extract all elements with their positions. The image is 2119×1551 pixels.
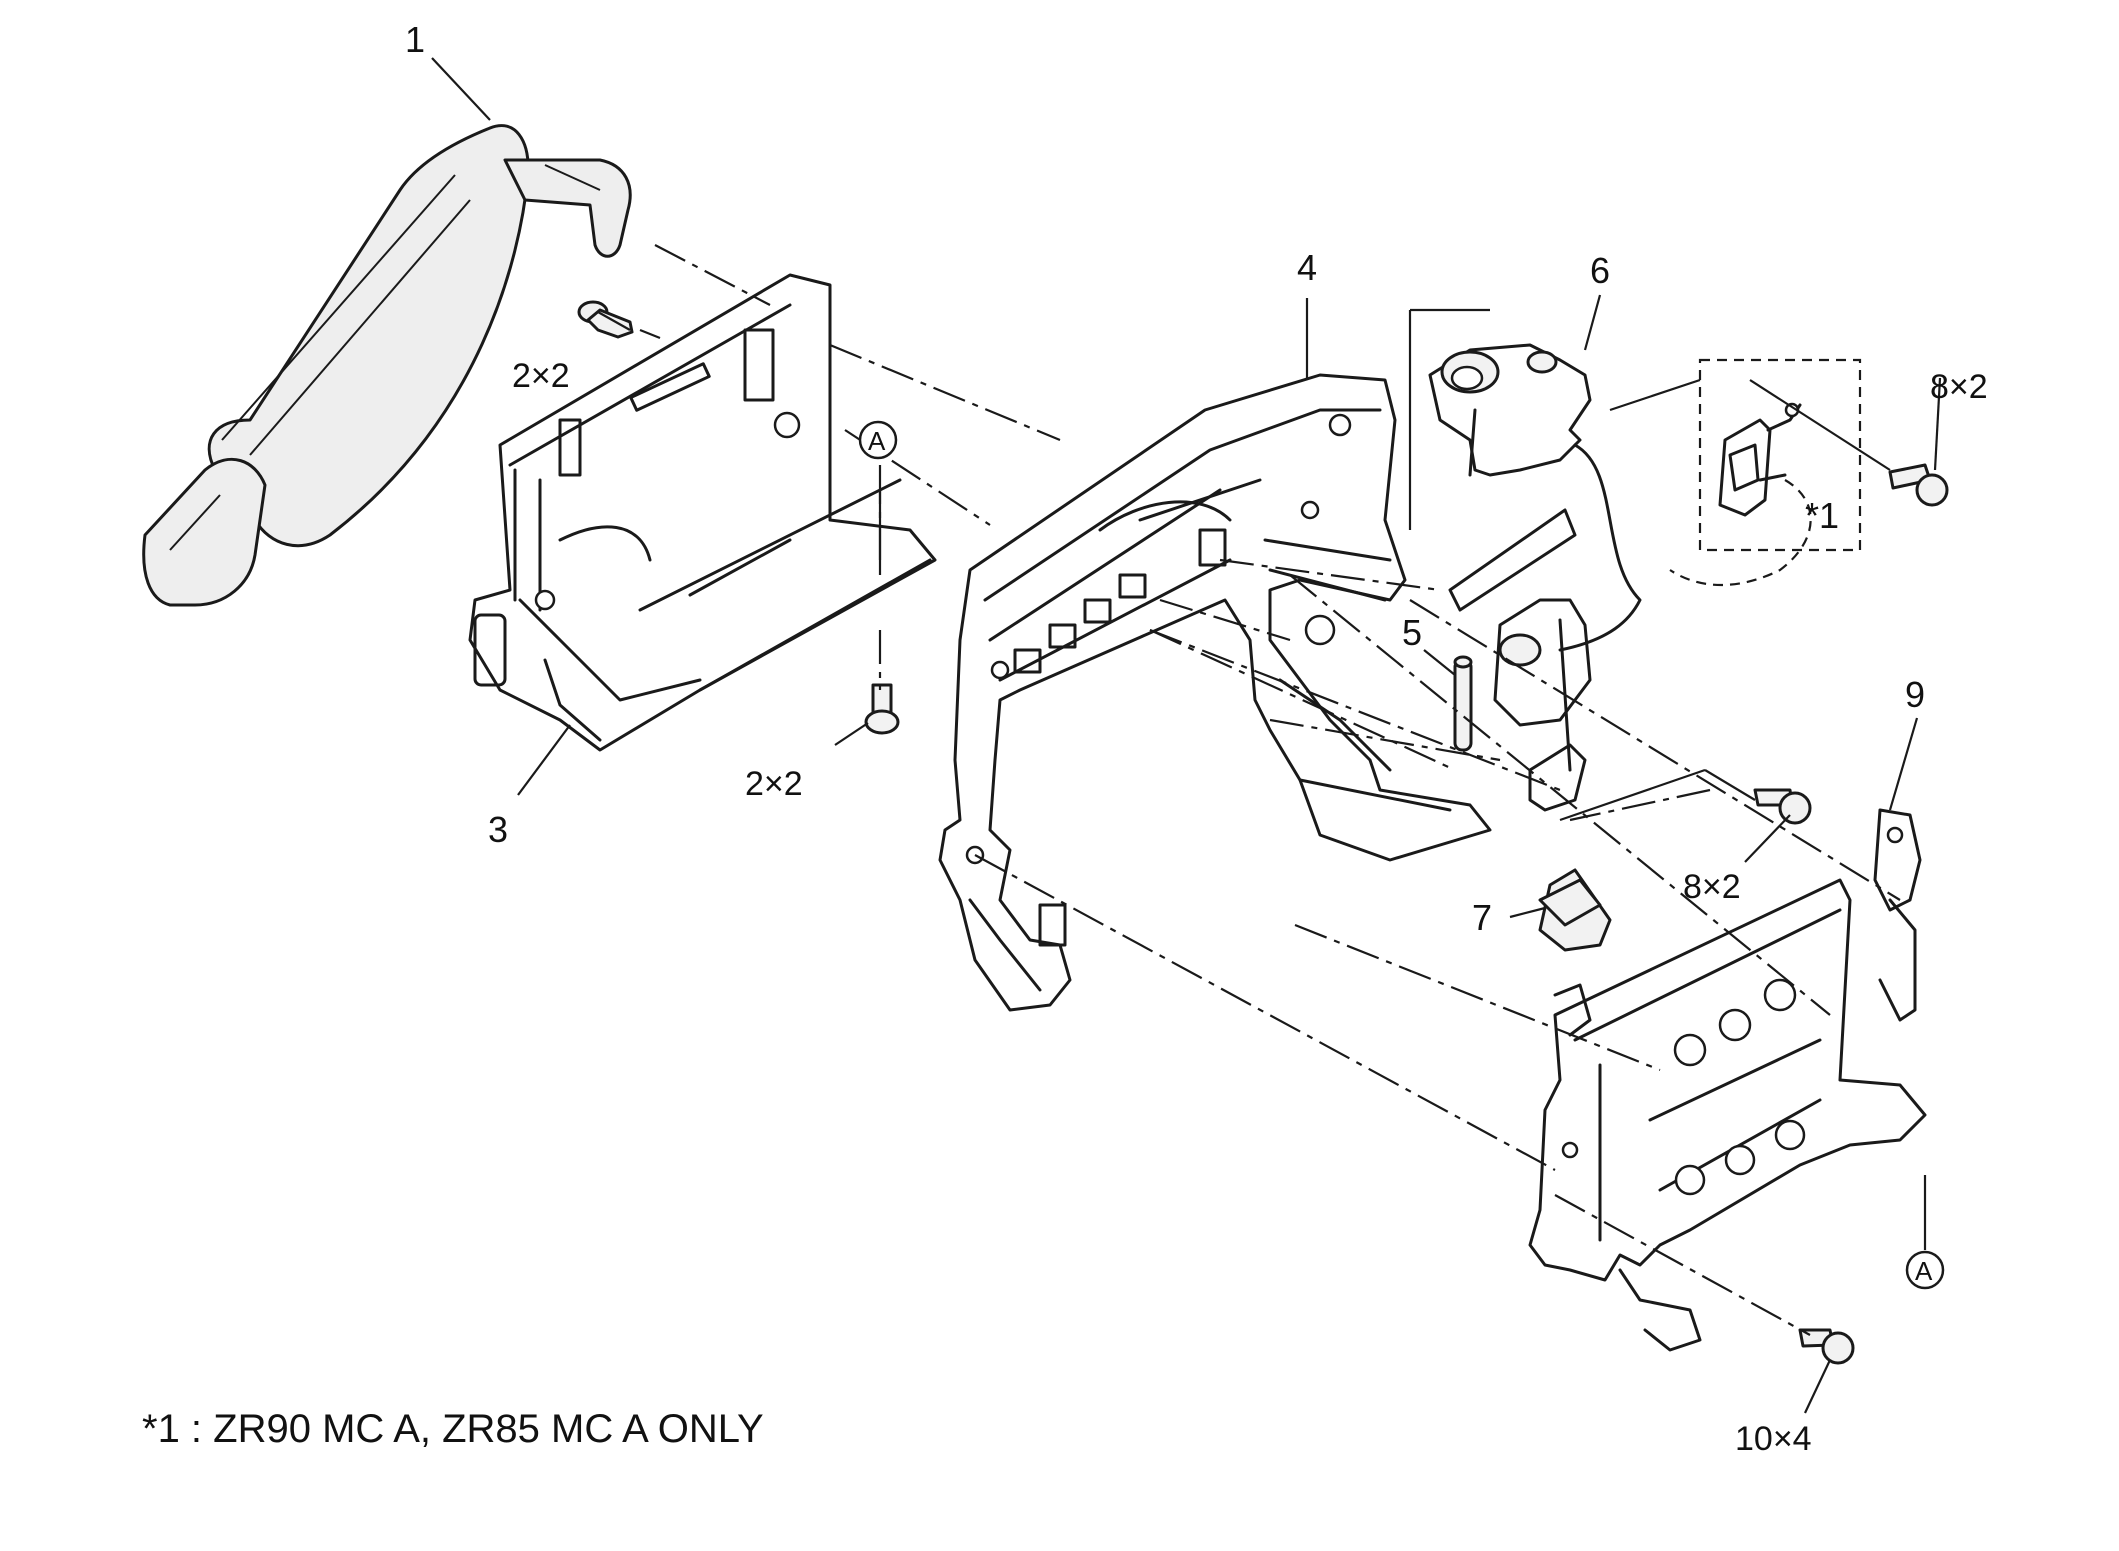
callout-9: 9 [1905, 674, 1925, 715]
screw-label-8x2-mid: 8×2 [1683, 868, 1741, 906]
callout-7: 7 [1472, 897, 1492, 938]
callout-star1: *1 [1805, 495, 1839, 536]
callout-3: 3 [488, 809, 508, 850]
screw-label-2x2-bottom: 2×2 [745, 765, 803, 803]
part-6-switch-assembly [1428, 343, 1642, 812]
callout-5: 5 [1402, 612, 1422, 653]
callout-6: 6 [1590, 250, 1610, 291]
callout-4: 4 [1297, 247, 1317, 288]
screw-2x2-top [577, 300, 634, 339]
footnote: *1 : ZR90 MC A, ZR85 MC A ONLY [142, 1407, 764, 1451]
screw-labels: 2×2 2×2 8×2 8×2 10×4 [512, 357, 1988, 1458]
part-5-pin [1453, 655, 1473, 752]
callout-labels: 1 3 4 5 6 7 9 *1 [405, 19, 1925, 938]
part-9-plate [1528, 808, 1927, 1352]
marker-a-right-letter: A [1915, 1256, 1933, 1286]
part-7-sheet [1538, 868, 1612, 952]
screw-2x2-bottom [864, 683, 900, 735]
part-4-chassis [938, 373, 1492, 1012]
assembly-lines [639, 244, 1901, 1336]
screw-8x2-top [1888, 463, 1949, 507]
marker-a-top: A [858, 420, 898, 460]
callout-1: 1 [405, 19, 425, 60]
screw-label-2x2-top: 2×2 [512, 357, 570, 395]
screw-label-8x2-top: 8×2 [1930, 368, 1988, 406]
part-3-frame [468, 273, 937, 752]
screw-label-10x4: 10×4 [1735, 1420, 1812, 1458]
marker-a-right: A [1905, 1250, 1945, 1290]
marker-a-top-letter: A [868, 426, 886, 456]
screw-8x2-mid [1753, 788, 1812, 825]
callout-leaders [431, 57, 1942, 1414]
part-star1-switch-inset [1669, 358, 1862, 586]
part-1-hand-strap [142, 124, 632, 607]
